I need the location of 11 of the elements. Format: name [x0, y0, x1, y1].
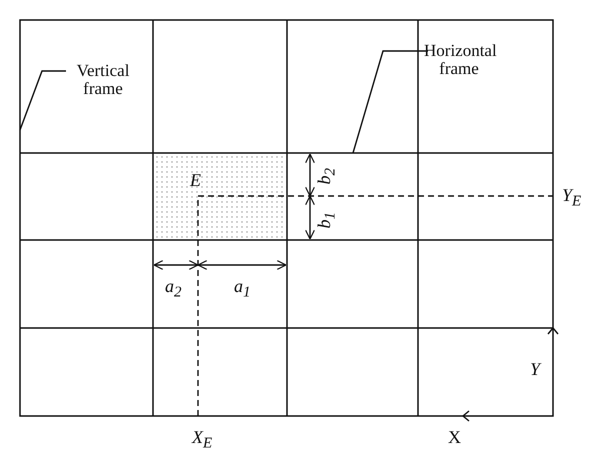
dimension-label: a$_{2}$: [165, 277, 182, 302]
callout-label: Vertical frame: [68, 62, 138, 98]
leader-line: [19, 70, 66, 130]
axis-label: X$_{E}$: [192, 428, 212, 453]
callout-label: Horizontal frame: [424, 42, 494, 78]
axis-label: X: [448, 428, 461, 446]
point-label: E: [190, 171, 201, 189]
leader-line: [352, 50, 428, 154]
axis-label: Y: [530, 360, 540, 378]
dimension-label: a$_{1}$: [234, 277, 250, 302]
axis-label: Y$_{E}$: [562, 186, 582, 211]
